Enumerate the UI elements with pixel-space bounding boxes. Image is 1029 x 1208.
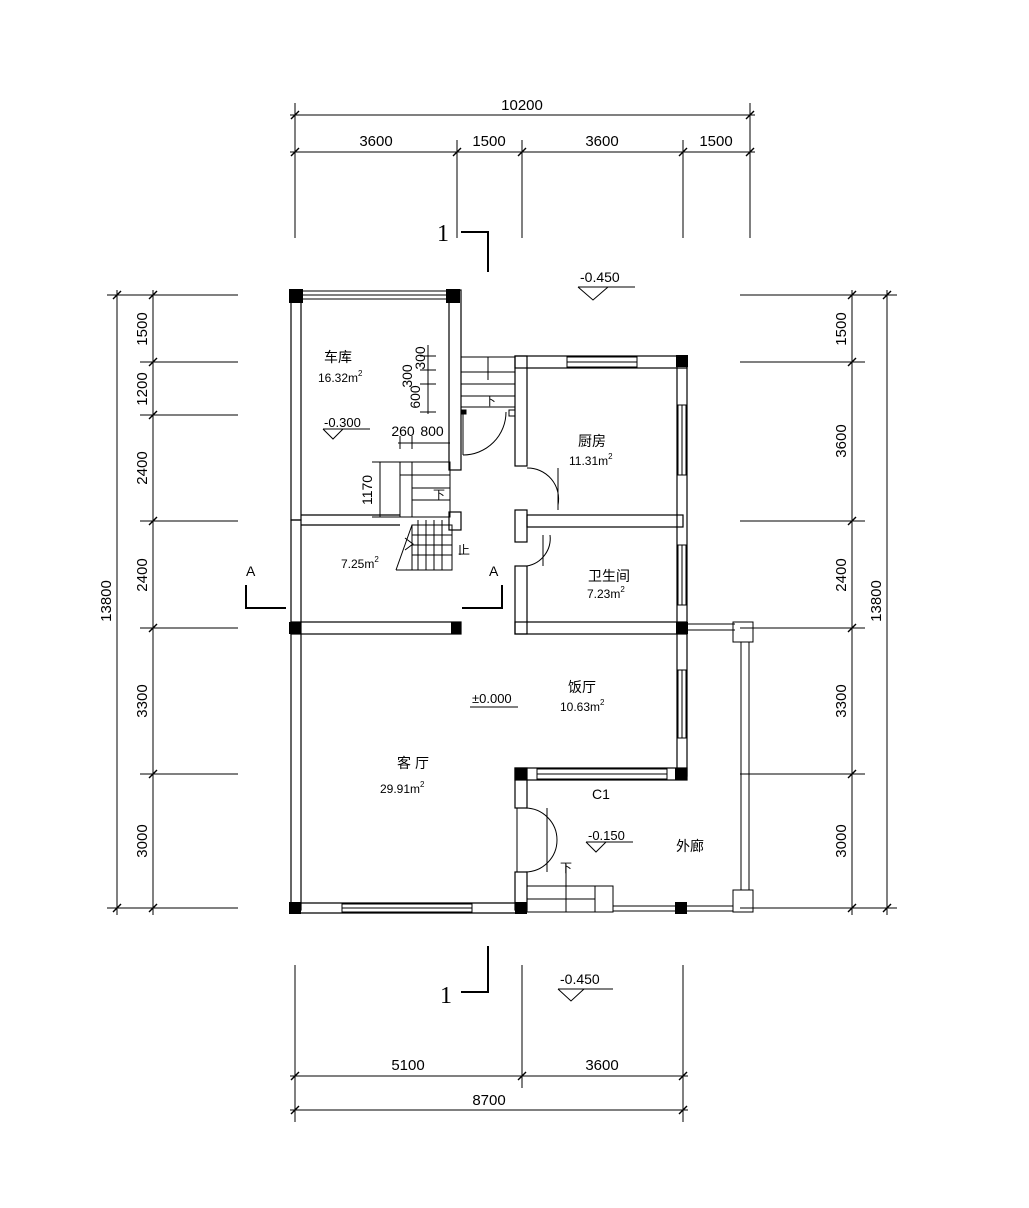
dim-left-seg-2: 1200: [134, 372, 151, 405]
section-a-right-label: A: [489, 563, 499, 579]
stair-down-mark-1: 下: [484, 394, 496, 408]
dim-right-total: 13800: [868, 580, 885, 622]
room-garage-area: 16.32m2: [318, 369, 363, 385]
dim-stair-h2: 800: [420, 423, 444, 439]
room-hall-area: 7.25m2: [341, 555, 379, 571]
dim-left-seg-6: 3000: [134, 824, 151, 857]
section-1-top-label: 1: [437, 221, 449, 247]
room-kitchen-name: 厨房: [578, 434, 606, 450]
dim-stair-v1: 300: [412, 346, 428, 370]
dim-top-total: 10200: [501, 97, 543, 114]
dim-right-seg-5: 3000: [833, 824, 850, 857]
dim-left-seg-5: 3300: [134, 684, 151, 717]
dim-right-seg-1: 1500: [833, 312, 850, 345]
dim-left-seg-1: 1500: [134, 312, 151, 345]
dimension-ticks: [112, 110, 892, 1115]
section-a-left-label: A: [246, 563, 256, 579]
section-marks: [245, 231, 503, 993]
section-1-bottom-label: 1: [440, 983, 452, 1009]
corridor-railing: [613, 621, 754, 913]
room-garage-name: 车库: [324, 349, 352, 366]
stair-up-mark: 上: [458, 543, 470, 557]
elevation-top: -0.450: [580, 269, 620, 285]
dim-right-seg-3: 2400: [833, 558, 850, 591]
stair-dimensions: [372, 345, 450, 518]
elevation-garage: -0.300: [324, 415, 361, 430]
dimension-lines: [107, 103, 897, 1122]
dim-bottom-seg-1: 5100: [391, 1057, 424, 1074]
doors: [460, 409, 560, 873]
room-living-area: 29.91m2: [380, 780, 425, 796]
dim-top-seg-3: 3600: [585, 133, 618, 150]
staircase: [395, 356, 516, 571]
dim-right-seg-2: 3600: [833, 424, 850, 457]
entrance-down-mark: 下: [560, 861, 572, 875]
entrance-steps: [526, 864, 614, 913]
room-living-name: 客厅: [397, 755, 433, 772]
dim-stair-h1: 260: [391, 423, 415, 439]
elevation-porch: -0.150: [588, 828, 625, 843]
dim-top-seg-1: 3600: [359, 133, 392, 150]
room-corridor-name: 外廊: [676, 838, 704, 855]
window-c1-label: C1: [592, 786, 610, 802]
room-bathroom-name: 卫生间: [588, 569, 630, 585]
dim-right-seg-4: 3300: [833, 684, 850, 717]
room-kitchen-area: 11.31m2: [569, 452, 613, 468]
dim-left-total: 13800: [98, 580, 115, 622]
dim-bottom-seg-2: 3600: [585, 1057, 618, 1074]
room-bathroom-area: 7.23m2: [587, 585, 625, 601]
room-dining-name: 饭厅: [568, 680, 596, 696]
dim-left-seg-4: 2400: [134, 558, 151, 591]
elevation-bottom: -0.450: [560, 971, 600, 987]
dim-left-seg-3: 2400: [134, 451, 151, 484]
dim-stair-v3: 600: [407, 385, 423, 409]
elevation-symbols: [322, 286, 635, 1002]
dim-bottom-total: 8700: [472, 1092, 505, 1109]
columns: [289, 289, 688, 914]
dim-stair-v4: 1170: [359, 475, 375, 505]
dim-top-seg-2: 1500: [472, 133, 505, 150]
dim-top-seg-4: 1500: [699, 133, 732, 150]
dim-stair-v2: 300: [399, 364, 415, 388]
room-dining-area: 10.63m2: [560, 698, 605, 714]
elevation-main: ±0.000: [472, 691, 512, 706]
stair-down-mark-2: 下: [433, 488, 445, 502]
